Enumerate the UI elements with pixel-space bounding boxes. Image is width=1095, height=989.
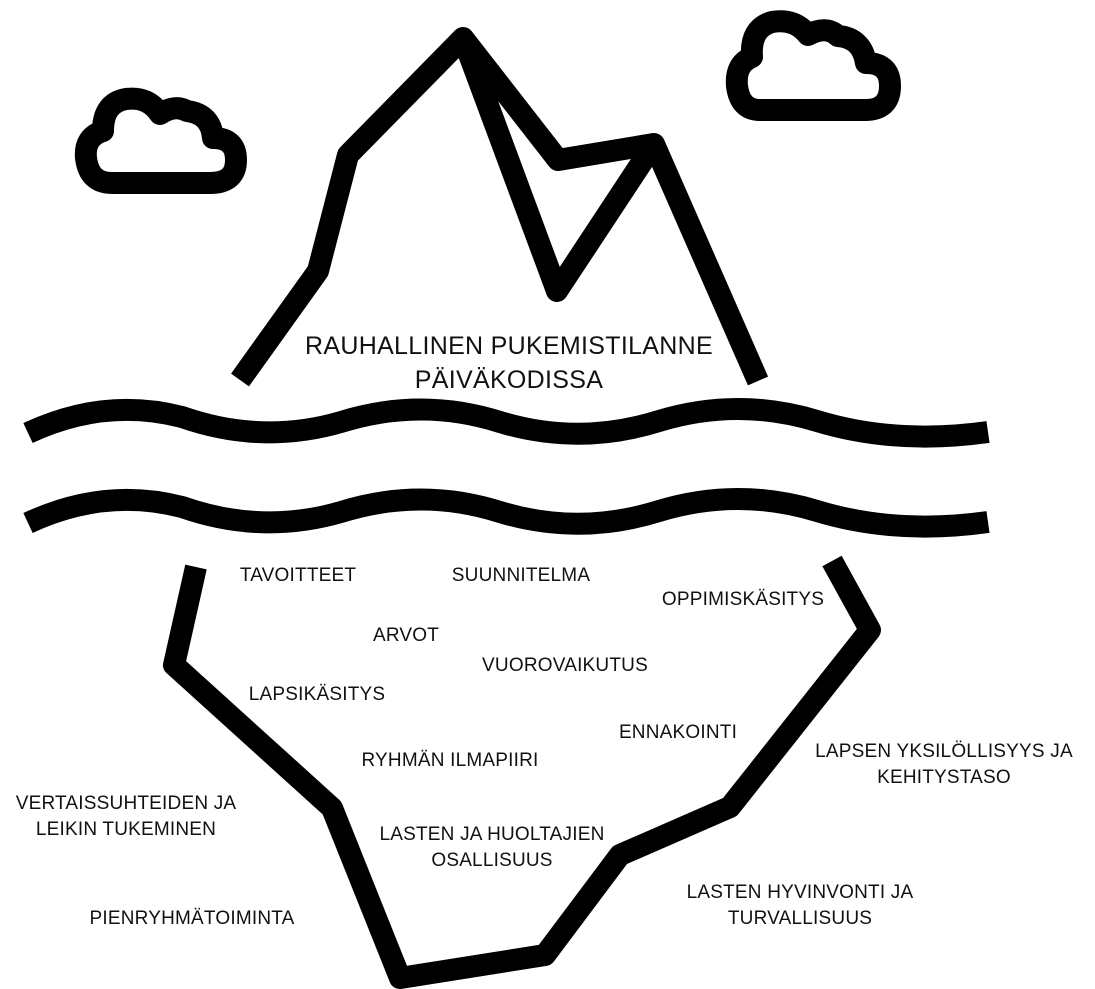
label-line: LAPSEN YKSILÖLLISYYS JA (815, 741, 1073, 762)
water-wave-upper (23, 398, 990, 448)
label-ennakointi: ENNAKOINTI (618, 722, 738, 743)
label-ryhman-ilmapiiri: RYHMÄN ILMAPIIRI (361, 750, 539, 771)
title-line: RAUHALLINEN PUKEMISTILANNE (305, 332, 713, 360)
label-lapsikasitys: LAPSIKÄSITYS (248, 684, 386, 705)
label-line: LASTEN JA HUOLTAJIEN (379, 824, 605, 845)
label-lapsen-yksilollisyys: LAPSEN YKSILÖLLISYYS JA KEHITYSTASO (815, 739, 1073, 791)
label-line: TURVALLISUUS (727, 908, 873, 929)
iceberg-base-outline (163, 555, 881, 989)
label-vertaissuhteiden: VERTAISSUHTEIDEN JA LEIKIN TUKEMINEN (16, 791, 237, 843)
label-line: VERTAISSUHTEIDEN JA (15, 793, 237, 814)
label-arvot: ARVOT (372, 625, 440, 646)
cloud-icon (74, 87, 247, 194)
cloud-icon (725, 10, 901, 121)
label-line: LASTEN HYVINVONTI JA (686, 882, 914, 903)
iceberg-tip-inner-ridge (454, 31, 656, 171)
label-lasten-ja-huoltajien-osallisuus: LASTEN JA HUOLTAJIEN OSALLISUUS (379, 822, 604, 874)
label-suunnitelma: SUUNNITELMA (451, 565, 591, 586)
label-line: OSALLISUUS (431, 850, 553, 871)
title-line: PÄIVÄKODISSA (414, 366, 604, 394)
label-vuorovaikutus: VUOROVAIKUTUS (482, 655, 648, 676)
water-wave-lower (23, 488, 990, 538)
label-lasten-hyvinvointi: LASTEN HYVINVONTI JA TURVALLISUUS (687, 880, 914, 932)
label-oppimiskasitys: OPPIMISKÄSITYS (661, 589, 825, 610)
label-line: KEHITYSTASO (877, 767, 1011, 788)
label-pienryhmatoiminta: PIENRYHMÄTOIMINTA (89, 908, 295, 929)
label-tavoitteet: TAVOITTEET (239, 565, 357, 586)
iceberg-tip-title: RAUHALLINEN PUKEMISTILANNE PÄIVÄKODISSA (305, 329, 713, 397)
label-line: LEIKIN TUKEMINEN (35, 819, 217, 840)
